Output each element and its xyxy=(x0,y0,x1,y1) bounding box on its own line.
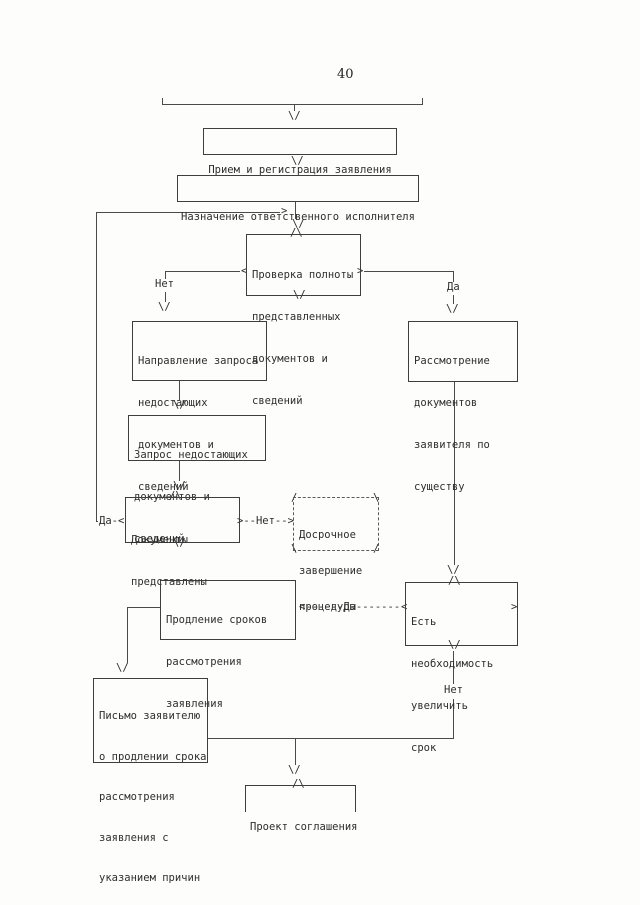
box-line: сведений xyxy=(252,395,303,407)
arrow-down-icon: \/ xyxy=(172,480,187,492)
connector-line xyxy=(454,382,455,566)
edge-label-no-down: Нет xyxy=(443,684,464,696)
box-line: Запрос недостающих xyxy=(134,449,248,461)
flow-box-early-termination: Досрочное завершение процедуры xyxy=(293,497,379,613)
box-line: Назначение ответственного исполнителя xyxy=(181,211,415,223)
box-line: представленных xyxy=(252,311,341,323)
flow-box-review-documents: Рассмотрение документов заявителя по сущ… xyxy=(408,321,518,493)
connector-line xyxy=(162,104,423,105)
connector-line xyxy=(179,461,180,481)
terminator-corner-icon: \ xyxy=(372,492,381,504)
box-line: документов и xyxy=(252,353,328,365)
box-line: существу xyxy=(414,481,465,493)
box-line: рассмотрения xyxy=(166,656,242,668)
connector-line xyxy=(294,105,295,112)
arrow-down-icon: \/ xyxy=(291,218,306,230)
decision-right-mark-icon: > xyxy=(510,601,519,613)
decision-left-mark-icon: < xyxy=(400,601,409,613)
flow-box-letter: Письмо заявителю о продлении срока рассм… xyxy=(93,678,208,884)
decision-top-mark-icon: /\ xyxy=(168,490,183,502)
decision-top-mark-icon: /\ xyxy=(291,778,306,790)
edge-label-yes: Да xyxy=(446,281,461,293)
box-line: Направление запроса xyxy=(138,355,259,367)
arrow-down-icon: \/ xyxy=(287,110,302,122)
arrow-down-icon: \/ xyxy=(172,399,187,411)
connector-line xyxy=(453,295,454,305)
edge-label-no-termination: >--Нет--> xyxy=(236,515,295,527)
connector-line xyxy=(453,651,454,684)
box-line: Проверка полноты xyxy=(252,269,354,281)
box-line: Проект соглашения xyxy=(250,821,358,833)
connector-line xyxy=(127,607,160,608)
arrow-down-icon: \/ xyxy=(287,764,302,776)
arrow-down-icon: \/ xyxy=(290,155,305,167)
flow-box-docs-submitted: Документы представлены xyxy=(125,497,240,588)
box-line: увеличить xyxy=(411,700,468,712)
connector-line xyxy=(162,98,163,105)
box-line: Прием и регистрация заявления xyxy=(208,164,392,176)
box-line: Есть xyxy=(411,616,437,628)
connector-line xyxy=(96,212,281,213)
connector-line xyxy=(207,738,454,739)
decision-bottom-mark-icon: \/ xyxy=(172,537,187,549)
box-line: Продление сроков xyxy=(166,614,268,626)
terminator-corner-icon: / xyxy=(290,492,299,504)
terminator-corner-icon: \ xyxy=(290,543,299,555)
box-line: необходимость xyxy=(411,658,494,670)
box-line: сведений xyxy=(138,481,189,493)
box-line: заявления xyxy=(166,698,223,710)
terminator-corner-icon: / xyxy=(372,543,381,555)
box-line: недостающих xyxy=(138,397,208,409)
edge-label-no: Нет xyxy=(154,278,175,290)
arrow-down-icon: \/ xyxy=(445,303,460,315)
box-line: Письмо заявителю xyxy=(99,710,201,722)
connector-line xyxy=(295,201,296,220)
box-line: представлены xyxy=(131,576,207,588)
connector-line xyxy=(179,381,180,400)
box-line: рассмотрения xyxy=(99,791,175,803)
box-line: документов и xyxy=(138,439,214,451)
connector-line xyxy=(453,699,454,739)
box-line: Документы xyxy=(131,534,188,546)
arrow-down-icon: \/ xyxy=(446,564,461,576)
flow-box-reception: Прием и регистрация заявления xyxy=(203,128,397,176)
arrow-right-icon: > xyxy=(280,205,289,217)
flow-box-assignment: Назначение ответственного исполнителя xyxy=(177,175,419,223)
connector-line xyxy=(165,271,246,272)
flow-box-draft-agreement: Проект соглашения xyxy=(245,785,357,833)
connector-line xyxy=(453,271,454,282)
flow-box-request-direction: Направление запроса недостающих документ… xyxy=(132,321,267,493)
box-line: завершение xyxy=(299,565,363,577)
connector-line xyxy=(165,292,166,303)
edge-label-yes-loop: Да-< xyxy=(98,515,126,527)
arrow-down-icon: \/ xyxy=(157,301,172,313)
box-line: Досрочное xyxy=(299,529,356,541)
connector-line xyxy=(422,98,423,105)
flow-box-need-extension: Есть необходимость увеличить срок xyxy=(405,582,518,754)
box-line: заявления с xyxy=(99,831,169,844)
box-line: о продлении срока xyxy=(99,750,207,763)
box-line: заявителя по xyxy=(414,439,490,451)
box-line: документов xyxy=(414,397,478,409)
connector-line xyxy=(127,607,128,664)
box-line: процедуры xyxy=(299,601,356,613)
connector-line xyxy=(96,212,97,521)
edge-label-yes-extension: <------Да------- xyxy=(298,601,402,613)
connector-line xyxy=(165,271,166,280)
page-number: 40 xyxy=(337,67,354,82)
decision-top-mark-icon: /\ xyxy=(447,575,462,587)
box-line: указанием причин xyxy=(99,872,201,884)
decision-top-mark-icon: /\ xyxy=(289,227,304,239)
flow-box-completeness-check: Проверка полноты представленных документ… xyxy=(246,234,361,407)
box-line: Рассмотрение xyxy=(414,355,490,367)
connector-line xyxy=(295,738,296,766)
arrow-down-icon: \/ xyxy=(115,662,130,674)
flow-box-extension: Продление сроков рассмотрения заявления xyxy=(160,580,296,710)
connector-line xyxy=(361,271,453,272)
box-line: срок xyxy=(411,742,437,754)
flow-box-request-missing: Запрос недостающих документов и сведений xyxy=(128,415,266,545)
decision-left-mark-icon: < xyxy=(240,265,249,277)
